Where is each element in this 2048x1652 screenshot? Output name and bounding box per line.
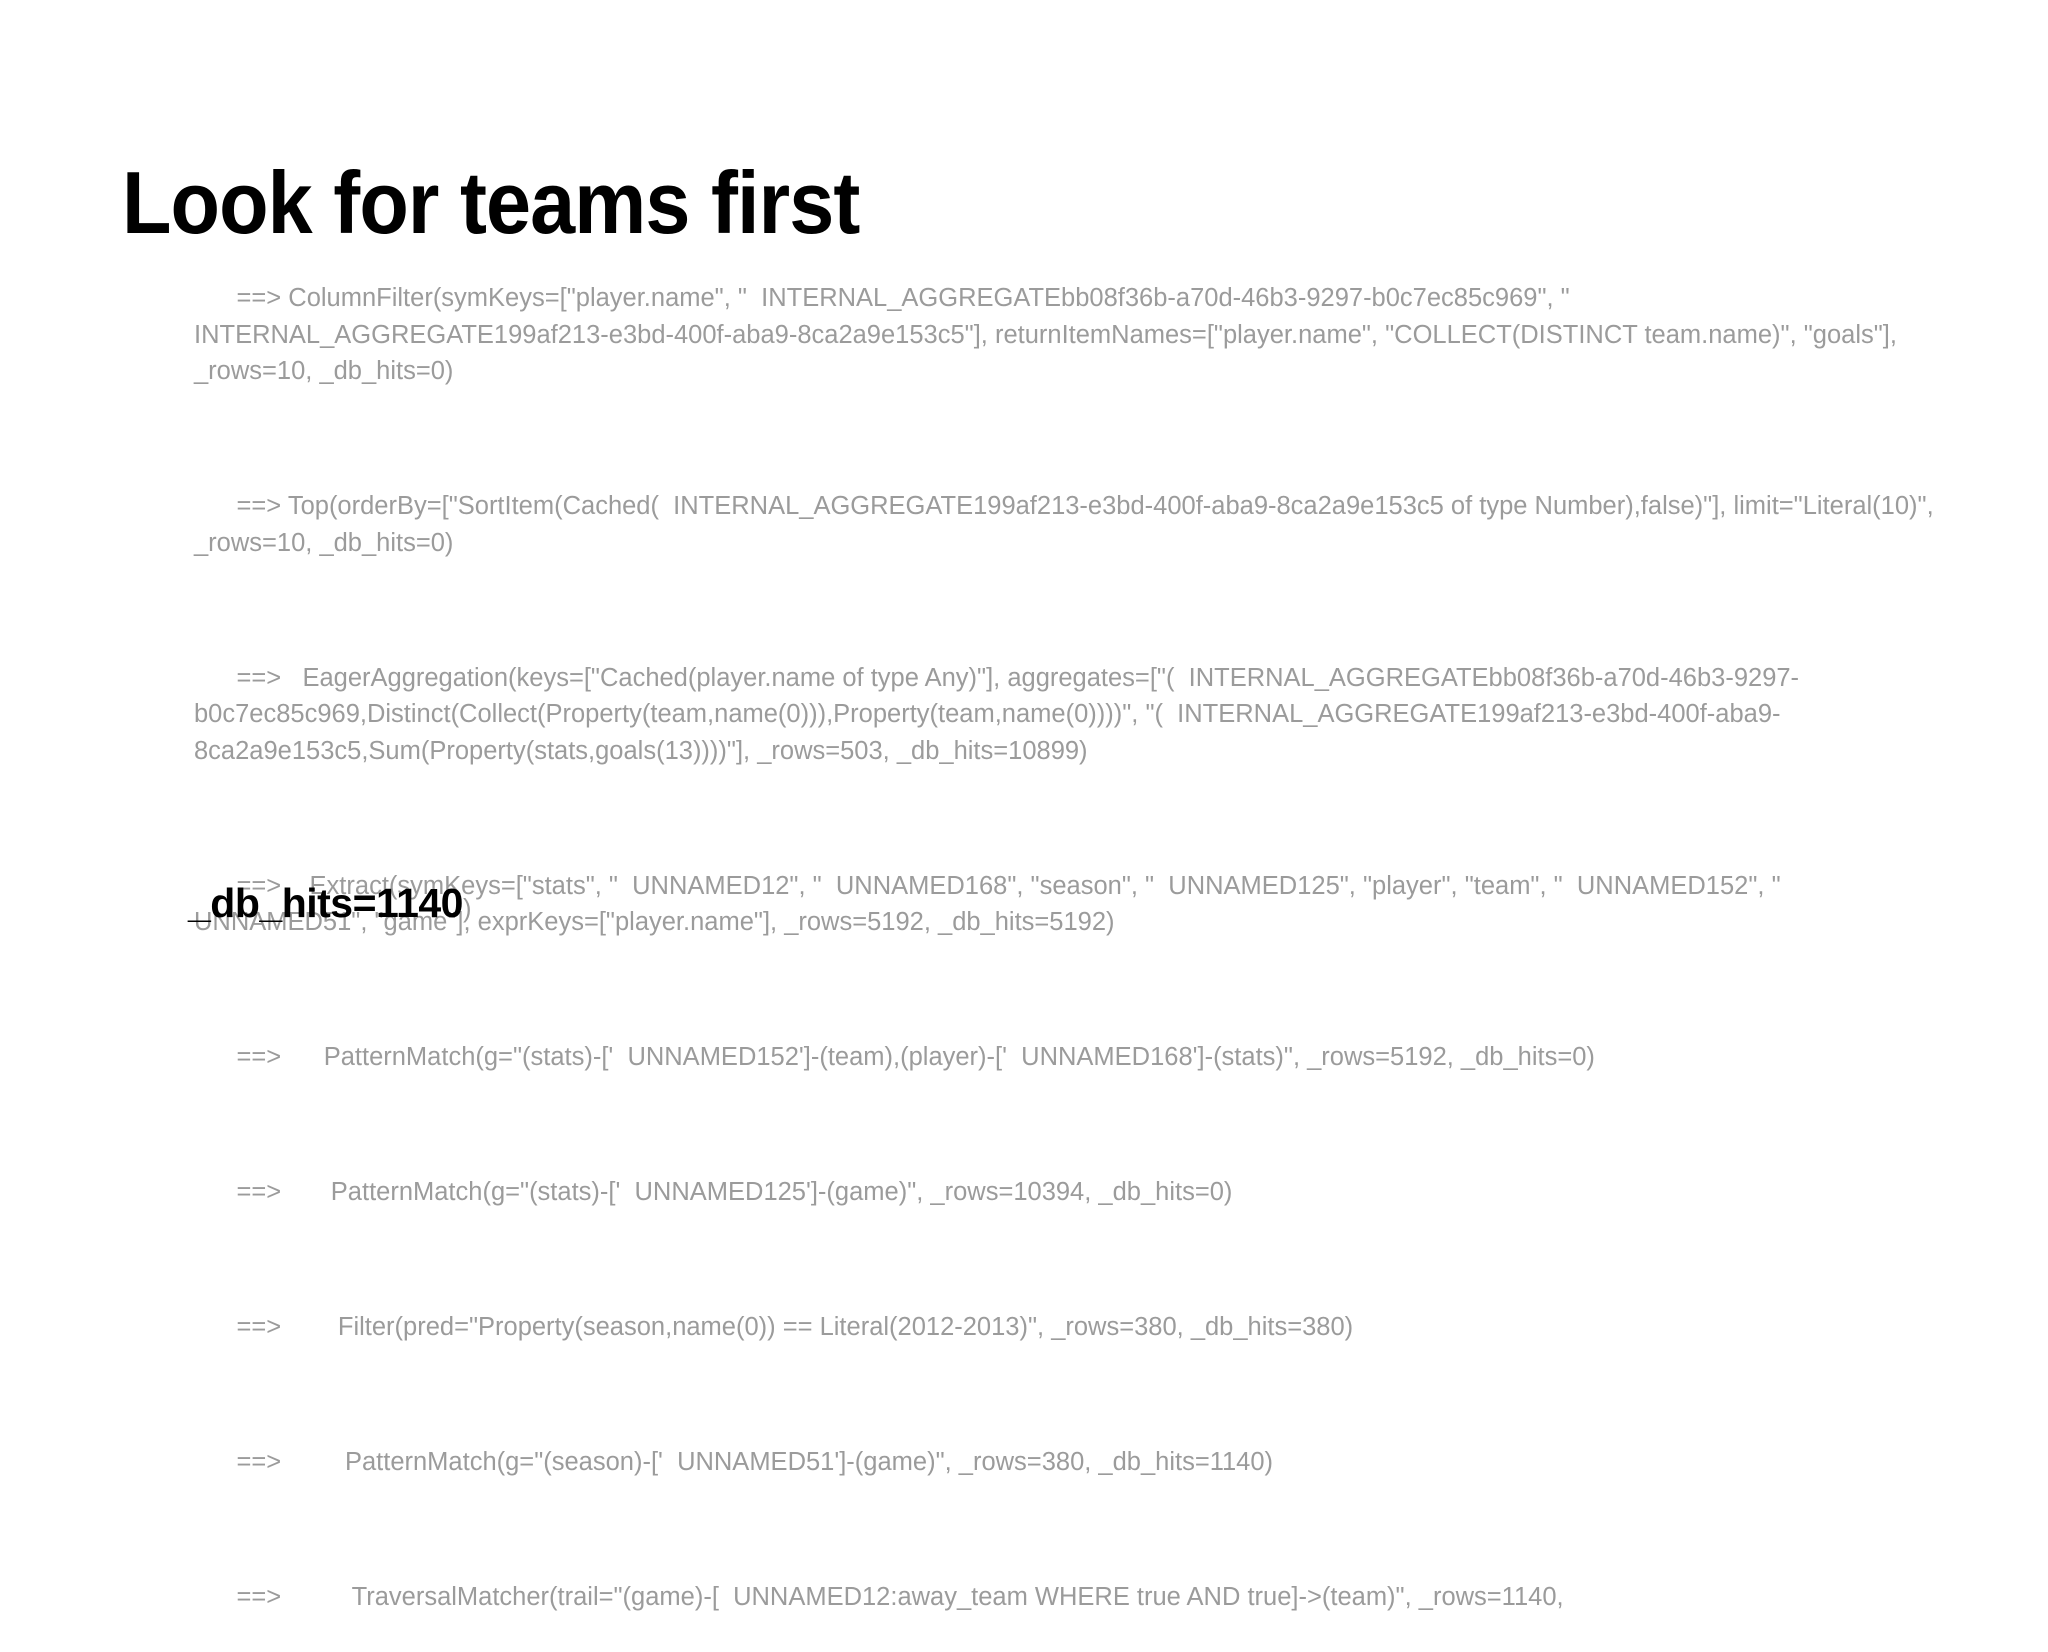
plan-line-text: ColumnFilter(symKeys=["player.name", " I… <box>194 284 1904 385</box>
plan-indent <box>288 1313 338 1341</box>
plan-indent <box>288 1448 345 1476</box>
query-plan-body: ==> ColumnFilter(symKeys=["player.name",… <box>160 218 1950 1652</box>
arrow-marker: ==> <box>237 1043 289 1071</box>
plan-line: ==> PatternMatch(g="(stats)-[' UNNAMED12… <box>160 1138 1950 1248</box>
plan-line: ==> PatternMatch(g="(stats)-[' UNNAMED15… <box>160 1003 1950 1113</box>
plan-indent <box>288 1178 331 1206</box>
plan-line-text: PatternMatch(g="(stats)-[' UNNAMED125']-… <box>331 1178 1233 1206</box>
slide-canvas: Look for teams first ==> ColumnFilter(sy… <box>0 0 2048 1152</box>
arrow-marker: ==> <box>237 284 289 312</box>
plan-line: ==> EagerAggregation(keys=["Cached(playe… <box>160 623 1950 806</box>
plan-line: ==> Top(orderBy=["SortItem(Cached( INTER… <box>160 452 1950 598</box>
arrow-marker: ==> <box>237 1448 289 1476</box>
arrow-marker: ==> <box>237 1583 289 1611</box>
plan-line: ==> TraversalMatcher(trail="(game)-[ UNN… <box>160 1543 1950 1652</box>
plan-line: ==> ColumnFilter(symKeys=["player.name",… <box>160 244 1950 427</box>
plan-indent <box>288 664 302 692</box>
arrow-marker: ==> <box>237 492 288 520</box>
final-closing-paren: ) <box>463 895 472 923</box>
arrow-marker: ==> <box>237 1313 289 1341</box>
final-db-hits-value: _db_hits=1140 <box>188 880 463 926</box>
plan-line-text: PatternMatch(g="(stats)-[' UNNAMED152']-… <box>324 1043 1595 1071</box>
final-db-hits-line: _db_hits=1140) <box>188 880 471 926</box>
plan-line-text: EagerAggregation(keys=["Cached(player.na… <box>194 664 1799 765</box>
plan-line: ==> Filter(pred="Property(season,name(0)… <box>160 1273 1950 1383</box>
arrow-marker: ==> <box>237 1178 289 1206</box>
plan-line-text: PatternMatch(g="(season)-[' UNNAMED51']-… <box>345 1448 1273 1476</box>
plan-line-text: Top(orderBy=["SortItem(Cached( INTERNAL_… <box>194 492 1941 557</box>
plan-line-text: TraversalMatcher(trail="(game)-[ UNNAMED… <box>352 1583 1564 1611</box>
plan-line-text: Filter(pred="Property(season,name(0)) ==… <box>338 1313 1353 1341</box>
plan-indent <box>288 1043 323 1071</box>
plan-line: ==> PatternMatch(g="(season)-[' UNNAMED5… <box>160 1408 1950 1518</box>
plan-indent <box>288 1583 351 1611</box>
arrow-marker: ==> <box>237 664 289 692</box>
